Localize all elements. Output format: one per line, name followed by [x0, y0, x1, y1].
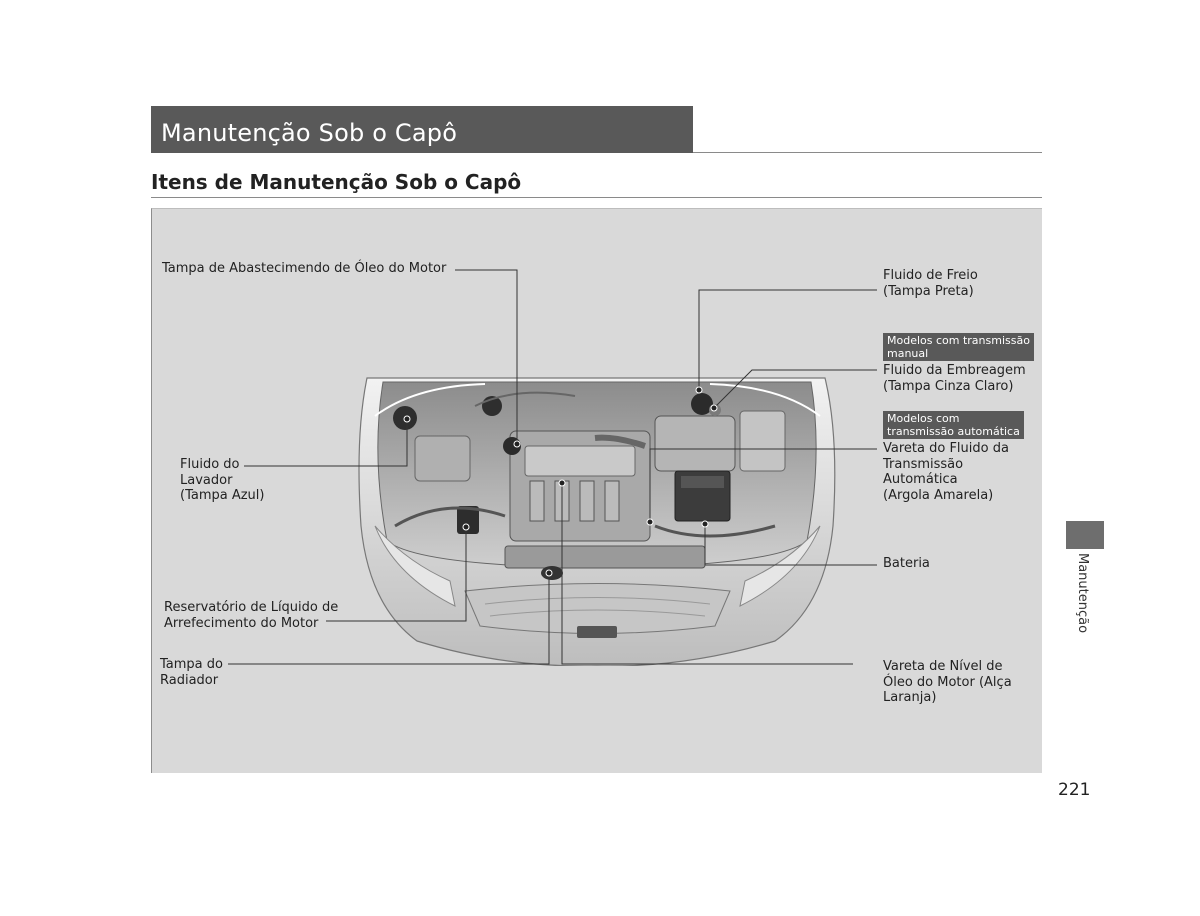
label-clutch-line1: Fluido da Embreagem: [883, 363, 1026, 378]
section-rule: [151, 197, 1042, 198]
label-radiator-cap: Tampa do Radiador: [160, 657, 223, 688]
label-radiator-line1: Tampa do: [160, 657, 223, 672]
badge-automatic-line2: transmissão automática: [887, 425, 1020, 438]
label-washer-fluid-line1: Fluido do: [180, 457, 240, 472]
label-coolant-reservoir: Reservatório de Líquido de Arrefecimento…: [164, 600, 338, 631]
label-atf-line3: Automática: [883, 472, 958, 487]
label-brake-line2: (Tampa Preta): [883, 283, 974, 299]
label-atf-line1: Vareta do Fluido da: [883, 441, 1009, 456]
badge-automatic-models: Modelos com transmissão automática: [883, 411, 1024, 439]
label-clutch-fluid: Fluido da Embreagem (Tampa Cinza Claro): [883, 363, 1026, 394]
label-brake-fluid: Fluido de Freio (Tampa Preta): [883, 268, 978, 299]
chapter-title-bar: [151, 106, 693, 153]
label-washer-fluid: Fluido do Lavador (Tampa Azul): [180, 457, 264, 504]
label-atf-line4: (Argola Amarela): [883, 487, 994, 503]
label-oil-dipstick-line3: Laranja): [883, 690, 937, 705]
label-washer-fluid-line3: (Tampa Azul): [180, 488, 265, 503]
badge-manual-line1: Modelos com transmissão: [887, 334, 1030, 347]
section-title: Itens de Manutenção Sob o Capô: [151, 170, 522, 194]
label-oil-dipstick-line2: Óleo do Motor (Alça: [883, 674, 1012, 690]
label-atf-line2: Transmissão: [883, 456, 964, 472]
engine-bay-illustration: [358, 377, 836, 666]
chapter-side-tab: [1066, 521, 1104, 549]
badge-manual-models: Modelos com transmissão manual: [883, 333, 1034, 361]
label-coolant-line1: Reservatório de Líquido de: [164, 600, 339, 615]
label-oil-dipstick: Vareta de Nível de Óleo do Motor (Alça L…: [883, 659, 1012, 706]
label-engine-oil-cap: Tampa de Abastecimendo de Óleo do Motor: [162, 261, 447, 276]
chapter-side-label: Manutenção: [1075, 553, 1090, 634]
label-oil-dipstick-line1: Vareta de Nível de: [883, 659, 1003, 674]
page-number: 221: [1058, 780, 1091, 800]
chapter-title: Manutenção Sob o Capô: [161, 119, 458, 147]
title-rule: [693, 152, 1042, 153]
label-brake-line1: Fluido de Freio: [883, 268, 978, 283]
label-clutch-line2: (Tampa Cinza Claro): [883, 378, 1014, 394]
badge-automatic-line1: Modelos com: [887, 412, 960, 425]
label-coolant-line2: Arrefecimento do Motor: [164, 615, 319, 631]
label-washer-fluid-line2: Lavador: [180, 472, 233, 488]
label-atf-dipstick: Vareta do Fluido da Transmissão Automáti…: [883, 441, 1009, 503]
label-battery: Bateria: [883, 556, 930, 571]
label-radiator-line2: Radiador: [160, 672, 219, 688]
badge-manual-line2: manual: [887, 347, 929, 360]
